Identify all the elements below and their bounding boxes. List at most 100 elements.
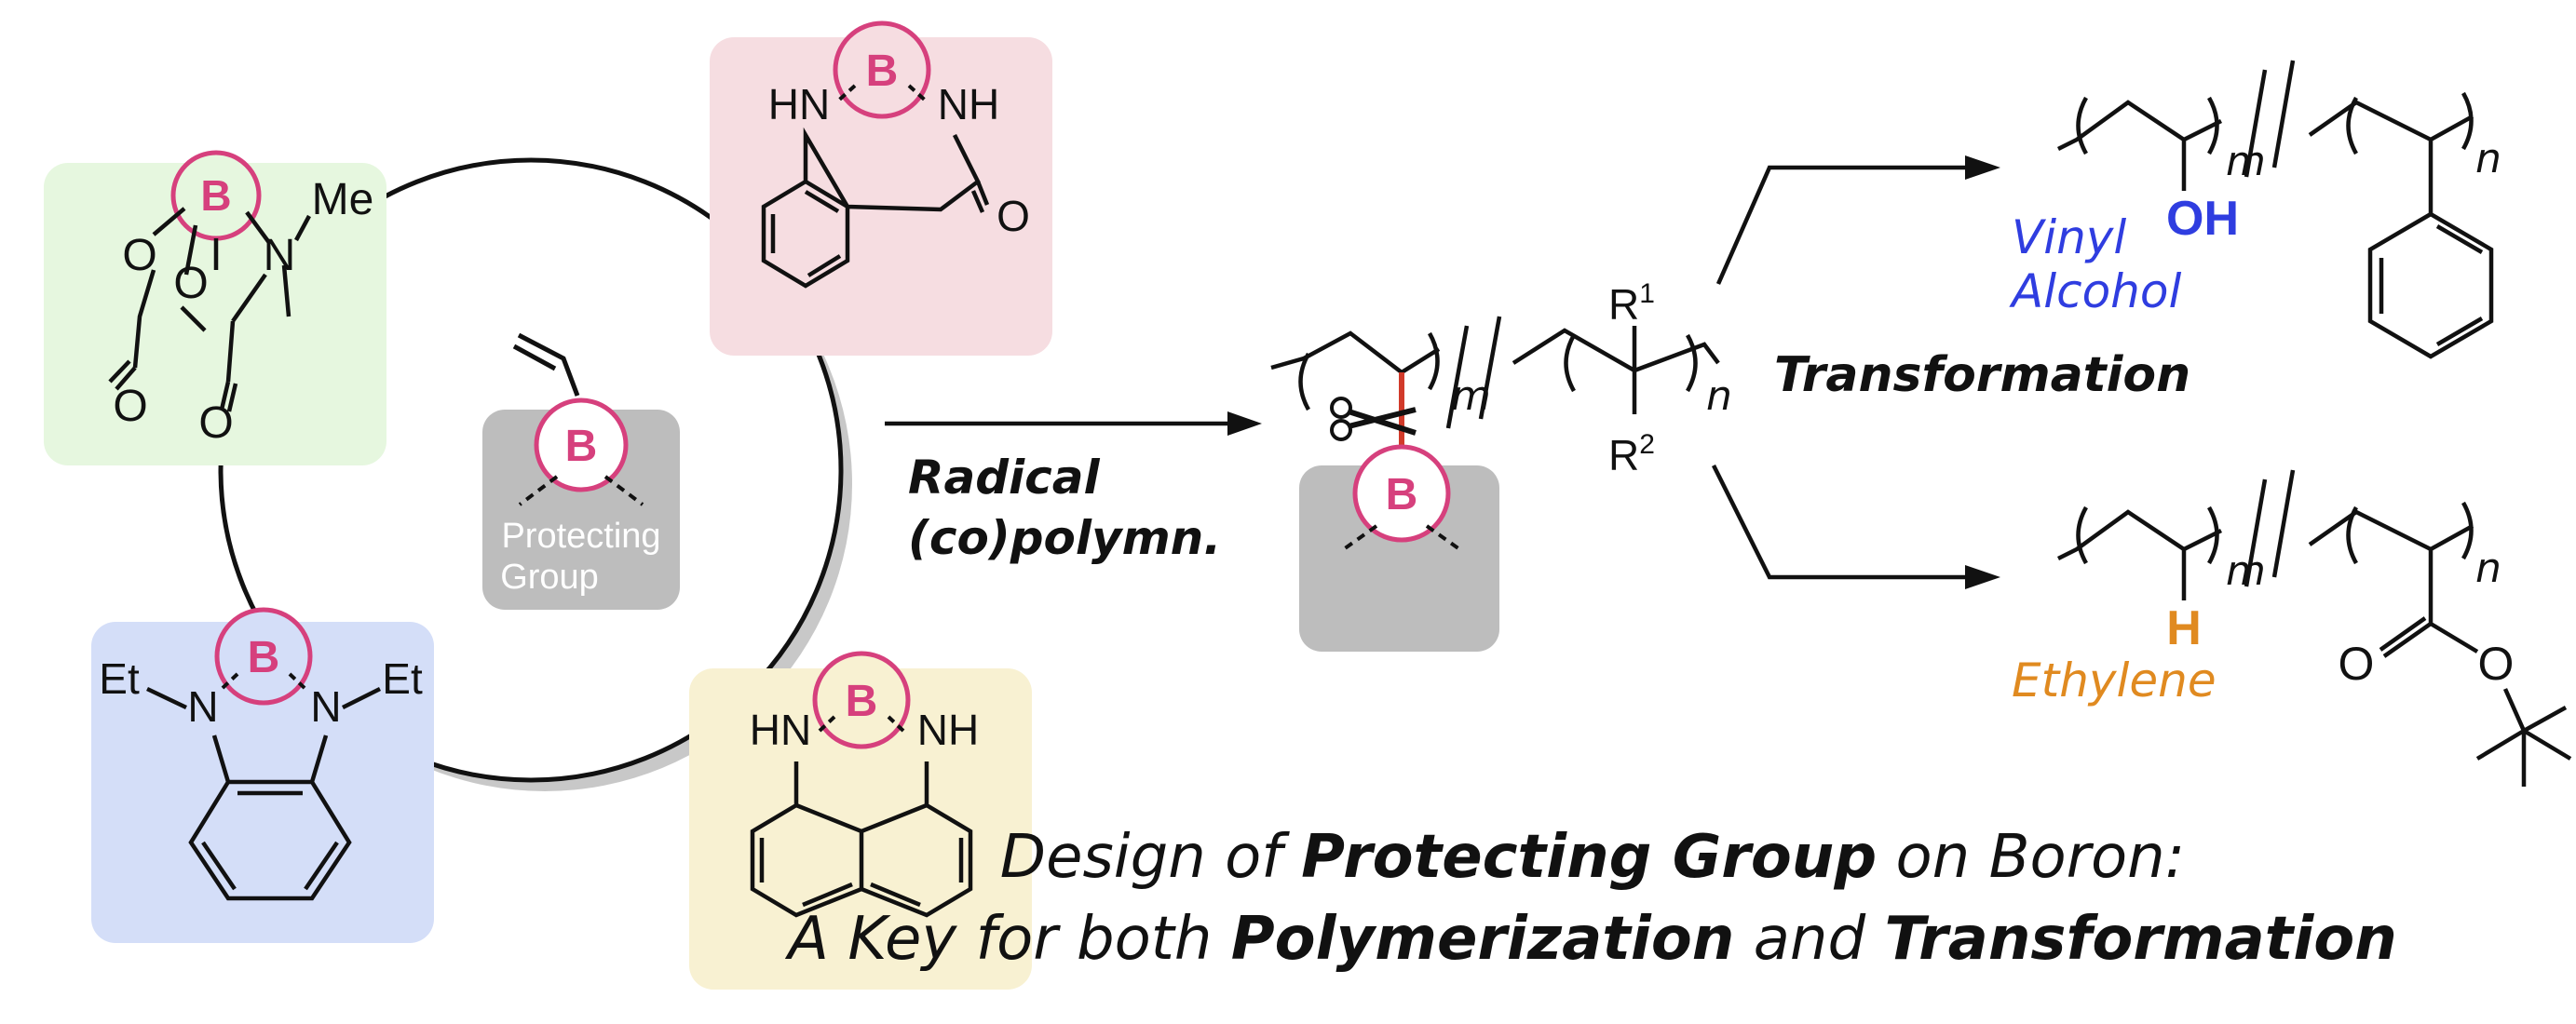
anthranilamide-hn: HN [768,80,830,128]
polymer-m: m [1451,372,1491,420]
caption: Design of Protecting Group on Boron: A K… [784,823,2397,974]
polymer-block-divider [1445,316,1502,429]
naphthalene-nh: NH [917,706,979,754]
product-ethylene: m n H Ethylene O O [2012,469,2572,787]
diethyl-boron-label: B [248,633,280,682]
diethyl-ring-inner [201,790,339,891]
polymer-n: n [1706,372,1732,420]
panel-anthranilamide-bg [710,37,1052,356]
anthranilamide-carbonyl [970,181,990,213]
mida-n: N [264,231,296,280]
polymer-grey-block [1299,465,1499,652]
mida-o-2: O [173,259,208,308]
phenyl-ring [2367,211,2494,359]
bottom-n: n [2475,545,2501,592]
product-vinyl-alcohol: m n OH Vinyl Alcohol [2009,60,2501,359]
vinyl-alcohol-line2: Alcohol [2009,264,2181,318]
center-vinyl-boronate: B Protecting Group [482,332,680,610]
protecting-label-line2: Group [500,558,599,597]
vinyl-alcohol-line1: Vinyl [2012,210,2126,264]
naphthalene-ring [750,761,973,918]
anthranilamide-o: O [997,192,1030,240]
panel-anthranilamide: B HN NH O [710,20,1052,356]
vinyl-double-bond [512,344,557,371]
anthranilamide-dashes [834,84,929,104]
naphthalene-dashes [816,715,907,734]
copolymn-label: (co)polymn. [908,511,1221,565]
anthranilamide-ring [761,127,981,289]
ring-outline [218,157,844,783]
anthranilamide-boron-label: B [866,47,899,96]
top-oh: OH [2166,192,2239,246]
ester-o-ether: O [2478,638,2515,690]
mida-o-3: O [113,382,147,431]
caption-line1: Design of Protecting Group on Boron: [1000,823,2185,892]
naphthalene-boron-label: B [846,677,878,726]
mida-o-1: O [122,231,156,280]
bottom-h: H [2166,601,2202,655]
panel-naphthalene: B HN NH [689,651,1032,990]
arrow-down-head [1965,565,2000,589]
diethyl-et-bonds [146,686,382,710]
panel-mida-bg [44,163,386,465]
arrow-polymerization-head [1227,411,1262,436]
polymer-brackets [1298,331,1698,411]
diethyl-n-left: N [187,682,218,731]
bottom-divider [2244,469,2296,587]
ester-o-carbonyl: O [2339,638,2375,690]
panel-diethyl: B Et N N Et [91,607,434,943]
boronate-copolymer: m n R1 R2 B [1270,278,1732,652]
arrow-polymerization: Radical (co)polymn. [885,411,1262,565]
diethyl-dashes [220,672,307,691]
panel-mida: B O O N Me O O [44,150,386,465]
top-divider [2244,60,2296,178]
naphthalene-boron-circle [812,651,911,749]
mida-me: Me [312,175,374,224]
anthranilamide-ring-inner [770,190,842,277]
radical-label: Radical [908,451,1101,505]
boron-label: B [565,422,598,471]
diethyl-et-right: Et [382,654,423,703]
naphthalene-ring-inner [759,838,964,908]
arrow-down-path [1711,464,1970,580]
vinyl-bond [517,332,580,397]
mida-carbonyl-bonds [108,359,238,412]
transformation-arrows: Transformation [1711,155,2190,589]
top-m: m [2226,138,2266,185]
polymer-boron-circle [1352,444,1451,543]
diethyl-et-left: Et [99,654,140,703]
arrow-up-path [1715,165,1970,285]
protecting-label-line1: Protecting [501,517,660,556]
top-backbone [2056,100,2474,152]
mida-boron-label: B [200,171,231,220]
diethyl-ring [188,734,352,901]
polymer-r2: R2 [1608,429,1655,479]
ester-bonds [2379,549,2572,787]
bottom-brackets [2076,501,2474,565]
polymer-dashed-bonds [1339,524,1464,553]
top-brackets [2076,91,2474,155]
boron-circle [534,397,629,492]
mida-o-4: O [198,398,233,448]
transformation-label: Transformation [1774,347,2190,403]
scissors-icon [1330,397,1417,441]
naphthalene-hn: HN [750,706,811,754]
phenyl-ring-inner [2379,224,2484,346]
diethyl-n-right: N [310,682,341,731]
protecting-group-block [482,410,680,610]
dashed-bond-left [518,475,559,506]
dashed-bond-right [603,475,644,506]
mida-bonds [132,207,291,383]
polymer-boron-label: B [1386,470,1418,519]
bottom-backbone [2056,509,2474,561]
bottom-m: m [2226,547,2266,595]
diethyl-boron-circle [214,607,313,706]
top-n: n [2475,135,2501,182]
anthranilamide-boron-circle [833,20,931,119]
polymer-r1: R1 [1608,278,1655,329]
mida-n-me-bond [294,214,311,242]
ethylene-label: Ethylene [2012,653,2217,707]
anthranilamide-nh: NH [938,80,999,128]
arrow-up-head [1965,155,2000,180]
